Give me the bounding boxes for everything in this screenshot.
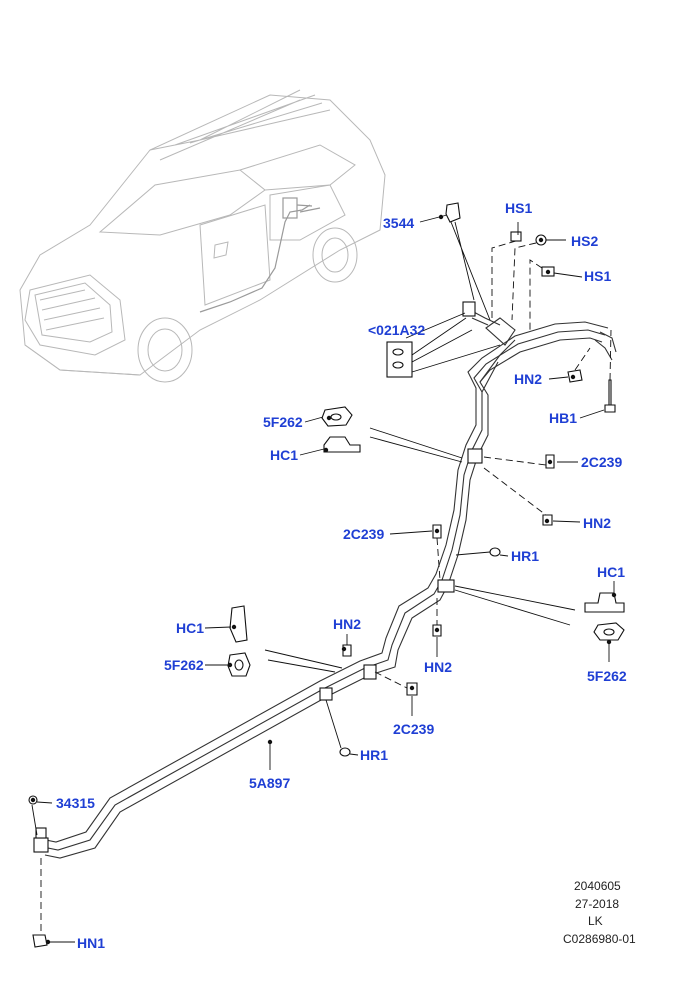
clamp-hc1-left (229, 605, 248, 643)
info-line-4: C0286980-01 (563, 932, 636, 946)
clamp-hc1-right (584, 592, 625, 613)
label-hs2: HS2 (571, 233, 598, 249)
label-2c239-lower: 2C239 (393, 721, 434, 737)
label-2c239-upper: 2C239 (581, 454, 622, 470)
clip-hr1-lower (339, 747, 351, 757)
label-hc1-right: HC1 (597, 564, 625, 580)
bolt-hb1 (604, 379, 616, 413)
label-hn2-left: HN2 (333, 616, 361, 632)
label-hc1-left: HC1 (176, 620, 204, 636)
label-2c239-middle: 2C239 (343, 526, 384, 542)
label-5f262-left: 5F262 (164, 657, 204, 673)
pipe-assembly (33, 301, 617, 859)
info-line-2: 27-2018 (575, 897, 619, 911)
grommet-kit-box (386, 341, 413, 378)
nut-hn2-upper (567, 369, 583, 383)
clip-3544 (445, 202, 461, 223)
info-line-3: LK (588, 914, 603, 928)
leader-lines (30, 214, 617, 945)
screw-hs1-top (510, 231, 522, 242)
label-hn2-middle: HN2 (583, 515, 611, 531)
nut-hn1 (32, 934, 48, 948)
clip-hr1-upper (489, 547, 501, 557)
label-hb1: HB1 (549, 410, 577, 426)
label-5a897: 5A897 (249, 775, 290, 791)
info-line-1: 2040605 (574, 879, 621, 893)
label-3544: 3544 (383, 215, 414, 231)
fasteners (28, 202, 625, 948)
label-5f262-right: 5F262 (587, 668, 627, 684)
label-hs1-top: HS1 (505, 200, 532, 216)
label-021a32: <021A32 (368, 322, 425, 338)
label-hn2-center: HN2 (424, 659, 452, 675)
label-hs1-bottom: HS1 (584, 268, 611, 284)
part-labels: 3544 HS1 HS2 HS1 <021A32 HN2 HB1 5F262 H… (56, 200, 627, 951)
label-hn1: HN1 (77, 935, 105, 951)
vehicle-illustration (19, 89, 386, 383)
label-34315: 34315 (56, 795, 95, 811)
label-hr1-upper: HR1 (511, 548, 539, 564)
label-hr1-lower: HR1 (360, 747, 388, 763)
clamp-hc1-upper (323, 436, 361, 453)
diagram-info-block: 2040605 27-2018 LK C0286980-01 (563, 879, 636, 946)
label-5f262-upper: 5F262 (263, 414, 303, 430)
label-hc1-upper: HC1 (270, 447, 298, 463)
label-hn2-upper: HN2 (514, 371, 542, 387)
